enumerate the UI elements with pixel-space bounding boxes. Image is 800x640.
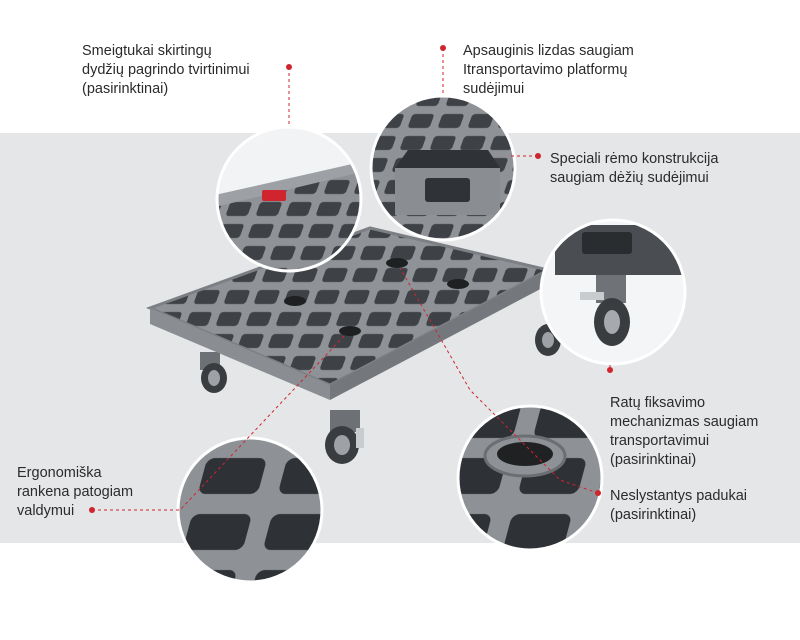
dot-wheel bbox=[607, 367, 613, 373]
dot-frame bbox=[535, 153, 541, 159]
zoom-wheel bbox=[539, 218, 687, 366]
dot-pad bbox=[595, 490, 601, 496]
dot-lock bbox=[440, 45, 446, 51]
zoom-pin bbox=[215, 125, 363, 273]
leader-pad bbox=[399, 267, 599, 494]
dolly-illustration bbox=[145, 226, 561, 464]
zoom-pad bbox=[456, 404, 604, 552]
callout-wheel: Ratų fiksavimo mechanizmas saugiam trans… bbox=[610, 395, 759, 468]
dot-handle bbox=[89, 507, 95, 513]
zoom-lock bbox=[369, 94, 517, 242]
leader-dots bbox=[89, 45, 613, 513]
wheel-back-left bbox=[200, 352, 227, 393]
pad-markers bbox=[284, 258, 469, 336]
leader-handle bbox=[92, 334, 346, 511]
zoom-handle bbox=[176, 436, 324, 584]
callout-handle: Ergonomiška rankena patogiam valdymui bbox=[17, 465, 134, 519]
dot-pin bbox=[286, 64, 292, 70]
callout-pad: Neslystantys padukai (pasirinktinai) bbox=[610, 488, 748, 523]
callout-pin: Smeigtukai skirtingų dydžių pagrindo tvi… bbox=[82, 43, 250, 97]
leader-lines bbox=[92, 48, 611, 511]
callout-lock: Apsauginis lizdas saugiam Itransportavim… bbox=[463, 43, 634, 97]
callout-frame: Speciali rėmo konstrukcija saugiam dėžių… bbox=[550, 151, 719, 186]
wheel-front-left bbox=[325, 410, 364, 464]
